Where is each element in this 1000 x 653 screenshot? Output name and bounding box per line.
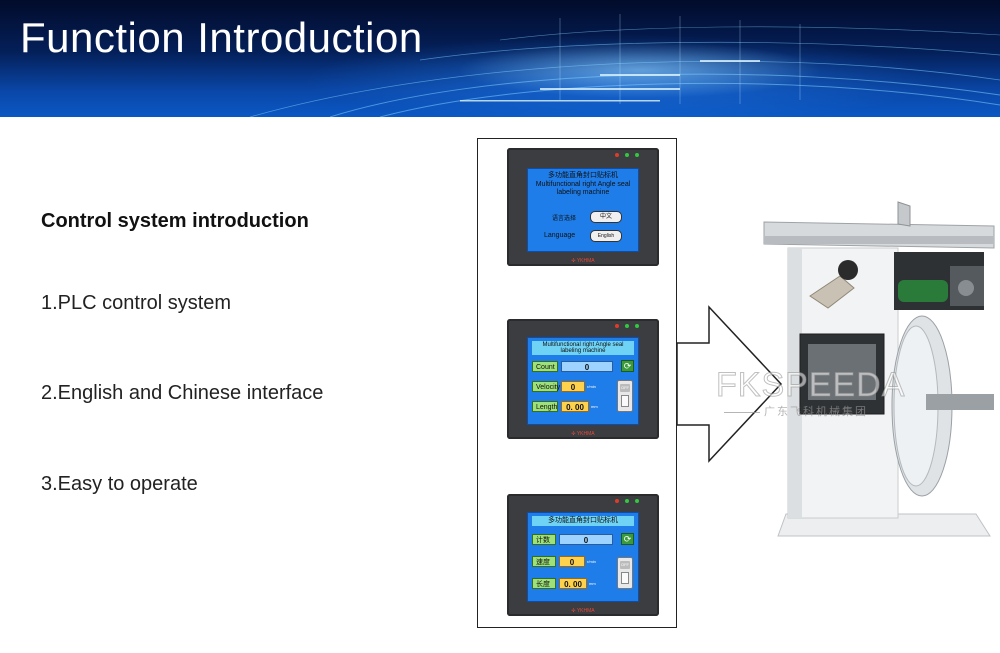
led-icon	[635, 153, 639, 157]
velocity-value[interactable]: 0	[561, 381, 585, 392]
velocity-unit: r/min	[587, 384, 596, 389]
count-label: 计数	[532, 534, 556, 545]
velocity-value[interactable]: 0	[559, 556, 585, 567]
led-icon	[615, 324, 619, 328]
velocity-label: Velocity	[532, 381, 560, 392]
status-leds	[615, 153, 639, 157]
chinese-language-button[interactable]: 中文	[590, 211, 622, 223]
length-row: 长度 0. 00 mm	[532, 577, 596, 590]
watermark-logo: FKSPEEDA	[715, 366, 906, 405]
length-unit: mm	[589, 581, 596, 586]
led-icon	[615, 153, 619, 157]
led-icon	[615, 499, 619, 503]
language-label-en: Language	[544, 232, 576, 239]
hmi-device-language: 多功能直角封口贴标机 Multifunctional right Angle s…	[507, 148, 659, 266]
brand-logo: ✣ YKHMA	[571, 608, 595, 614]
lcd-screen: Multifunctional right Angle seal labelin…	[527, 337, 639, 425]
refresh-icon[interactable]: ⟳	[621, 533, 634, 545]
toggle-switch-icon[interactable]: OFF	[617, 557, 633, 589]
screens-panel: 多功能直角封口贴标机 Multifunctional right Angle s…	[477, 138, 677, 628]
hmi-device-english: Multifunctional right Angle seal labelin…	[507, 319, 659, 439]
velocity-label: 速度	[532, 556, 556, 567]
toggle-switch-icon[interactable]: OFF	[617, 380, 633, 412]
count-value[interactable]: 0	[561, 361, 613, 372]
lcd-screen: 多功能直角封口贴标机 Multifunctional right Angle s…	[527, 168, 639, 252]
led-icon	[625, 324, 629, 328]
screen-title: Multifunctional right Angle seal labelin…	[532, 341, 634, 355]
length-value[interactable]: 0. 00	[559, 578, 587, 589]
screen-title: 多功能直角封口贴标机	[532, 516, 634, 526]
screen-title-en: Multifunctional right Angle seal labelin…	[535, 181, 631, 196]
status-leds	[615, 324, 639, 328]
switch-off-label: OFF	[620, 561, 630, 569]
language-label-cn: 语言选择	[552, 216, 577, 222]
led-icon	[625, 499, 629, 503]
switch-knob	[621, 572, 629, 584]
count-value[interactable]: 0	[559, 534, 613, 545]
switch-off-label: OFF	[620, 384, 630, 392]
length-label: Length	[532, 401, 558, 412]
page-title: Function Introduction	[20, 14, 423, 61]
watermark-subtitle: 广东飞科机械集团	[724, 403, 924, 419]
velocity-unit: r/min	[587, 559, 596, 564]
feature-item-bilingual: 2.English and Chinese interface	[41, 382, 324, 404]
brand-logo: ✣ YKHMA	[571, 258, 595, 264]
length-value[interactable]: 0. 00	[561, 401, 589, 412]
velocity-row: Velocity 0 r/min	[532, 380, 596, 393]
count-row: 计数 0	[532, 533, 613, 546]
feature-item-plc: 1.PLC control system	[41, 292, 232, 314]
lcd-screen: 多功能直角封口贴标机 计数 0 ⟳ 速度 0 r/min 长度 0. 00 mm…	[527, 512, 639, 602]
refresh-icon[interactable]: ⟳	[621, 360, 634, 372]
length-unit: mm	[591, 404, 598, 409]
hmi-device-chinese: 多功能直角封口贴标机 计数 0 ⟳ 速度 0 r/min 长度 0. 00 mm…	[507, 494, 659, 616]
velocity-row: 速度 0 r/min	[532, 555, 596, 568]
length-row: Length 0. 00 mm	[532, 400, 598, 413]
brand-logo: ✣ YKHMA	[571, 431, 595, 437]
led-icon	[635, 324, 639, 328]
banner-light-streaks	[249, 14, 1000, 117]
header-banner: Function Introduction	[0, 0, 1000, 117]
length-label: 长度	[532, 578, 556, 589]
english-language-button[interactable]: English	[590, 230, 622, 242]
count-row: Count 0	[532, 360, 613, 373]
led-icon	[635, 499, 639, 503]
status-leds	[615, 499, 639, 503]
screen-title-cn: 多功能直角封口贴标机	[548, 172, 618, 179]
led-icon	[625, 153, 629, 157]
switch-knob	[621, 395, 629, 407]
section-heading: Control system introduction	[41, 210, 309, 232]
right-arrow-icon	[676, 305, 783, 463]
count-label: Count	[532, 361, 558, 372]
feature-item-easy: 3.Easy to operate	[41, 473, 198, 495]
